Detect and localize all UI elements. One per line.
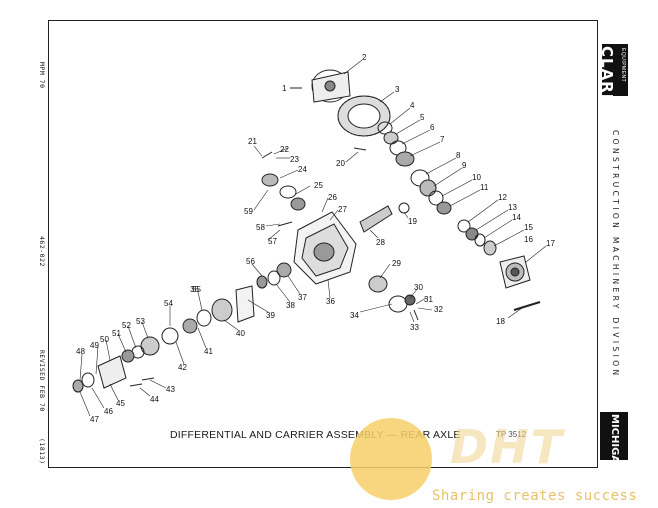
callout-1: 1 bbox=[282, 84, 287, 93]
callout-7: 7 bbox=[440, 135, 445, 144]
callout-47: 47 bbox=[90, 415, 99, 424]
callout-52: 52 bbox=[122, 321, 131, 330]
callout-20: 20 bbox=[336, 159, 345, 168]
callout-33: 33 bbox=[410, 323, 419, 332]
callout-37: 37 bbox=[298, 293, 307, 302]
callout-51: 51 bbox=[112, 329, 121, 338]
callout-15: 15 bbox=[524, 223, 533, 232]
differential-case-part bbox=[499, 255, 531, 289]
callout-26: 26 bbox=[328, 193, 337, 202]
callout-10: 10 bbox=[472, 173, 481, 182]
callout-3: 3 bbox=[395, 85, 400, 94]
callout-16: 16 bbox=[524, 235, 533, 244]
callout-8: 8 bbox=[456, 151, 461, 160]
callout-24: 24 bbox=[298, 165, 307, 174]
carrier-housing-part bbox=[293, 211, 357, 285]
flange-part bbox=[311, 69, 351, 103]
callout-43: 43 bbox=[166, 385, 175, 394]
callout-23: 23 bbox=[290, 155, 299, 164]
callout-57: 57 bbox=[268, 237, 277, 246]
tp-number: TP 3512 bbox=[496, 430, 527, 439]
callout-54: 54 bbox=[164, 299, 173, 308]
callout-25: 25 bbox=[314, 181, 323, 190]
callout-36: 36 bbox=[326, 297, 335, 306]
bearing-part bbox=[377, 121, 393, 135]
callout-32: 32 bbox=[434, 305, 443, 314]
michigan-logo: MICHIGAN bbox=[600, 412, 628, 471]
callout-39: 39 bbox=[266, 311, 275, 320]
callout-21: 21 bbox=[248, 137, 257, 146]
watermark-slogan: Sharing creates success bbox=[432, 488, 638, 504]
callout-17: 17 bbox=[546, 239, 555, 248]
callout-31: 31 bbox=[424, 295, 433, 304]
callout-11: 11 bbox=[480, 183, 489, 192]
callout-4: 4 bbox=[410, 101, 415, 110]
callout-18: 18 bbox=[496, 317, 505, 326]
callout-59: 59 bbox=[244, 207, 253, 216]
callout-50: 50 bbox=[100, 335, 109, 344]
callout-41: 41 bbox=[204, 347, 213, 356]
callout-56: 56 bbox=[246, 257, 255, 266]
callout-14: 14 bbox=[512, 213, 521, 222]
callout-9: 9 bbox=[462, 161, 467, 170]
callout-13: 13 bbox=[508, 203, 517, 212]
callout-45: 45 bbox=[116, 399, 125, 408]
callout-19: 19 bbox=[408, 217, 417, 226]
ring-gear-part bbox=[337, 95, 391, 137]
watermark-letters: DHT bbox=[450, 420, 565, 474]
callout-48: 48 bbox=[76, 347, 85, 356]
callout-42: 42 bbox=[178, 363, 187, 372]
callout-38: 38 bbox=[286, 301, 295, 310]
callout-29: 29 bbox=[392, 259, 401, 268]
callout-28: 28 bbox=[376, 238, 385, 247]
watermark-logo-circle bbox=[350, 418, 432, 500]
callout-2: 2 bbox=[362, 53, 367, 62]
callout-5: 5 bbox=[420, 113, 425, 122]
callout-40: 40 bbox=[236, 329, 245, 338]
callout-35: 35 bbox=[190, 285, 199, 294]
callout-55: 55 bbox=[192, 285, 201, 294]
callout-34: 34 bbox=[350, 311, 359, 320]
callout-27: 27 bbox=[338, 205, 347, 214]
callout-53: 53 bbox=[136, 317, 145, 326]
clark-logo: CLARK EQUIPMENT bbox=[598, 44, 628, 106]
callout-22: 22 bbox=[280, 145, 289, 154]
callout-12: 12 bbox=[498, 193, 507, 202]
diagram-border bbox=[48, 20, 598, 468]
callout-6: 6 bbox=[430, 123, 435, 132]
callout-44: 44 bbox=[150, 395, 159, 404]
callout-46: 46 bbox=[104, 407, 113, 416]
callout-58: 58 bbox=[256, 223, 265, 232]
callout-49: 49 bbox=[90, 341, 99, 350]
callout-30: 30 bbox=[414, 283, 423, 292]
